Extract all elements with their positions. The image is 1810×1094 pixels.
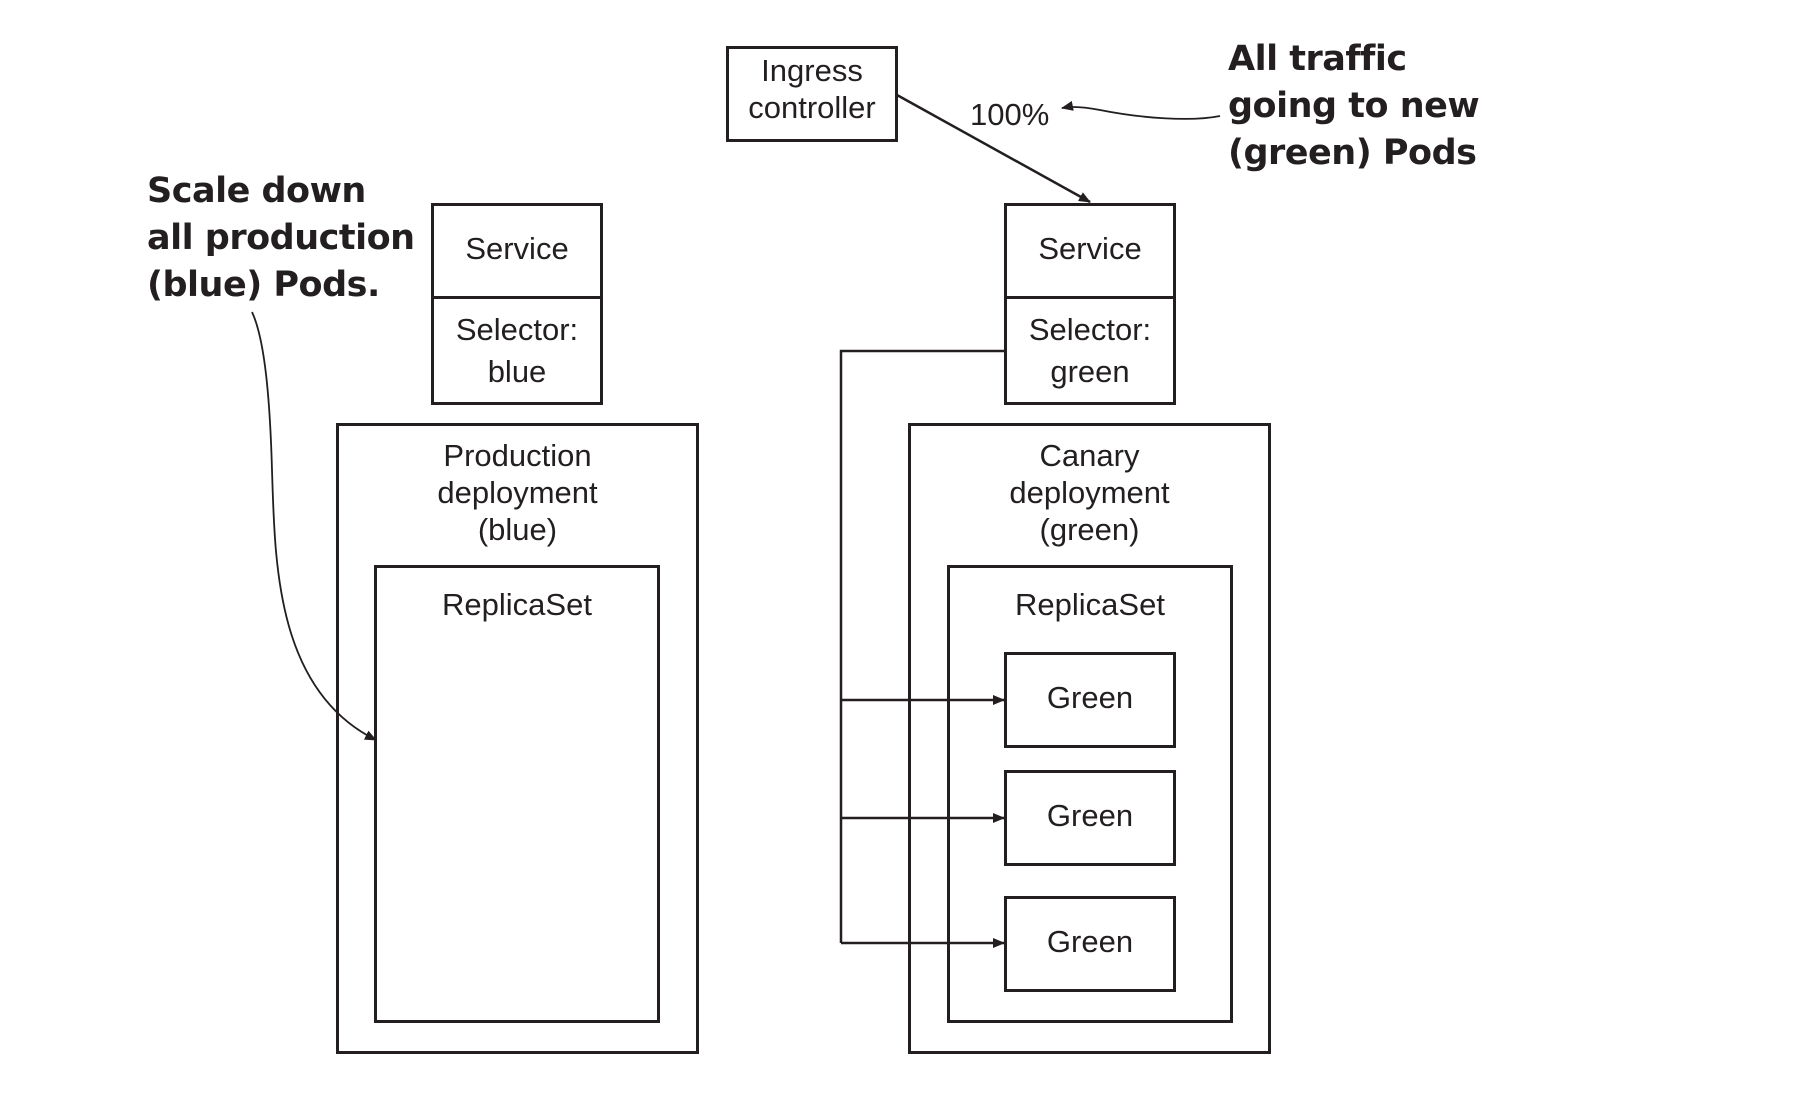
green-pod-3-label: Green bbox=[1046, 924, 1134, 959]
green-pod-1-box bbox=[1004, 652, 1176, 748]
blue-service-title: Service bbox=[465, 231, 569, 266]
green-selector-connector bbox=[839, 349, 1007, 943]
green-pod-2-box bbox=[1004, 770, 1176, 866]
blue-service-box bbox=[431, 203, 603, 405]
blue-service-divider bbox=[431, 296, 603, 299]
production-replicaset-label: ReplicaSet bbox=[442, 587, 592, 622]
traffic-percent-label: 100% bbox=[970, 97, 1050, 132]
green-service-box bbox=[1004, 203, 1176, 405]
blue-service-selector: Selector: blue bbox=[455, 312, 579, 389]
traffic-note-pointer bbox=[1061, 100, 1221, 120]
green-pod-1-label: Green bbox=[1046, 680, 1134, 715]
canary-replicaset-box bbox=[947, 565, 1233, 1023]
all-traffic-note: All traffic going to new (green) Pods bbox=[1228, 39, 1480, 173]
production-replicaset-box bbox=[374, 565, 660, 1023]
green-service-title: Service bbox=[1038, 231, 1142, 266]
canary-deployment-box bbox=[908, 423, 1271, 1054]
production-deployment-label: Production deployment (blue) bbox=[437, 438, 598, 547]
green-pod-3-box bbox=[1004, 896, 1176, 992]
ingress-to-green-service-arrow bbox=[896, 93, 1091, 204]
green-service-divider bbox=[1004, 296, 1176, 299]
green-pod-2-label: Green bbox=[1046, 798, 1134, 833]
green-service-selector: Selector: green bbox=[1028, 312, 1152, 389]
canary-replicaset-label: ReplicaSet bbox=[1015, 587, 1165, 622]
production-deployment-box bbox=[336, 423, 699, 1054]
canary-deployment-label: Canary deployment (green) bbox=[1009, 438, 1170, 547]
ingress-controller-label: Ingress controller bbox=[748, 53, 876, 125]
ingress-controller-box bbox=[726, 46, 898, 142]
scale-down-note-pointer bbox=[251, 311, 377, 741]
scale-down-note: Scale down all production (blue) Pods. bbox=[147, 171, 415, 305]
